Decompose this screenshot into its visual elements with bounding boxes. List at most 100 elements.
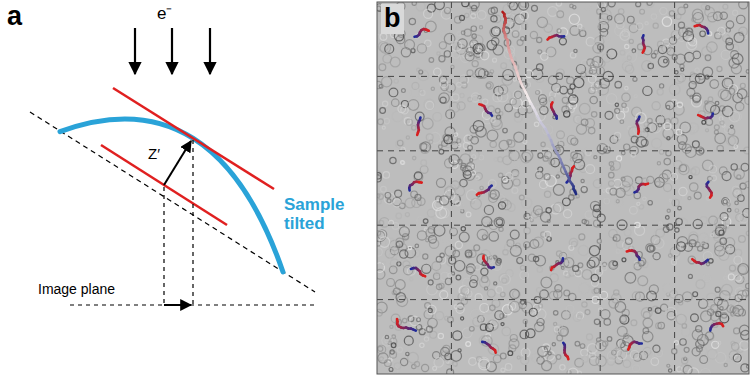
particle-texture [610, 262, 617, 269]
particle-texture [396, 293, 405, 302]
particle-texture [709, 165, 717, 173]
drift-track [695, 24, 698, 27]
particle-texture [444, 8, 450, 14]
grid-line [377, 76, 749, 77]
particle-texture [715, 133, 726, 144]
particle-texture [489, 232, 498, 241]
particle-texture [453, 201, 464, 212]
particle-texture [488, 320, 499, 331]
particle-texture [383, 172, 389, 178]
particle-texture [688, 256, 695, 263]
particle-texture [492, 38, 499, 45]
particle-texture [498, 85, 507, 94]
particle-texture [393, 199, 401, 207]
particle-texture [556, 261, 559, 264]
particle-texture [378, 194, 383, 199]
particle-texture [457, 102, 465, 110]
particle-texture [573, 153, 582, 162]
particle-texture [538, 50, 542, 54]
particle-texture [549, 159, 555, 165]
particle-texture [700, 31, 706, 37]
particle-texture [510, 245, 521, 256]
particle-texture [445, 246, 455, 256]
particle-texture [530, 31, 537, 38]
particle-texture [554, 145, 564, 155]
particle-texture [688, 54, 693, 59]
particle-texture [649, 285, 658, 294]
particle-texture [460, 154, 470, 164]
particle-texture [696, 326, 702, 332]
particle-texture [457, 82, 462, 87]
particle-texture [670, 173, 677, 180]
micrograph-ground [377, 2, 749, 374]
particle-texture [535, 255, 545, 265]
particle-texture [493, 45, 503, 55]
particle-texture [630, 350, 639, 359]
beam-arrows [135, 28, 210, 74]
particle-texture [666, 216, 670, 220]
particle-texture [600, 9, 611, 20]
particle-texture [590, 96, 597, 103]
particle-texture [660, 8, 667, 15]
particle-texture [604, 319, 610, 325]
particle-texture [728, 274, 734, 280]
particle-texture [568, 89, 573, 94]
particle-texture [510, 230, 519, 239]
particle-texture [672, 349, 677, 354]
particle-texture [424, 99, 435, 110]
particle-texture [475, 264, 481, 270]
particle-texture [411, 88, 420, 97]
particle-texture [659, 174, 668, 183]
particle-texture [395, 280, 405, 290]
particle-texture [617, 21, 625, 29]
particle-texture [435, 2, 445, 10]
particle-texture [484, 205, 493, 214]
particle-texture [682, 327, 691, 336]
particle-texture [426, 134, 433, 141]
particle-texture [715, 101, 719, 105]
particle-texture [600, 291, 608, 299]
particle-texture [396, 241, 402, 247]
particle-texture [689, 81, 696, 88]
particle-texture [638, 258, 645, 265]
particle-texture [490, 305, 495, 310]
particle-texture [634, 95, 637, 98]
particle-texture [574, 115, 582, 123]
particle-texture [403, 261, 410, 268]
particle-texture [569, 14, 579, 24]
particle-texture [706, 263, 709, 266]
particle-texture [597, 144, 607, 154]
particle-texture [488, 8, 495, 15]
particle-texture [491, 16, 497, 22]
particle-texture [583, 148, 594, 159]
particle-texture [684, 347, 689, 352]
particle-texture [498, 157, 503, 162]
drift-track [637, 131, 640, 134]
particle-texture [622, 103, 626, 107]
drift-track [419, 181, 422, 184]
particle-texture [560, 329, 567, 336]
particle-texture [499, 274, 509, 284]
particle-texture [537, 37, 542, 42]
particle-texture [547, 354, 557, 364]
particle-texture [462, 2, 469, 7]
particle-texture [708, 32, 712, 36]
particle-texture [711, 175, 716, 180]
particle-texture [444, 51, 450, 57]
particle-texture [674, 74, 683, 83]
particle-texture [420, 90, 425, 95]
particle-texture [487, 289, 495, 297]
particle-texture [385, 340, 388, 343]
particle-texture [445, 278, 451, 284]
particle-texture [626, 52, 636, 62]
particle-texture [688, 197, 691, 200]
particle-texture [377, 231, 381, 236]
particle-texture [557, 29, 561, 33]
particle-texture [477, 11, 486, 20]
particle-texture [731, 164, 737, 170]
particle-texture [588, 344, 598, 354]
particle-texture [643, 197, 647, 201]
particle-texture [468, 145, 473, 150]
particle-texture [479, 26, 482, 29]
particle-texture [414, 173, 423, 182]
